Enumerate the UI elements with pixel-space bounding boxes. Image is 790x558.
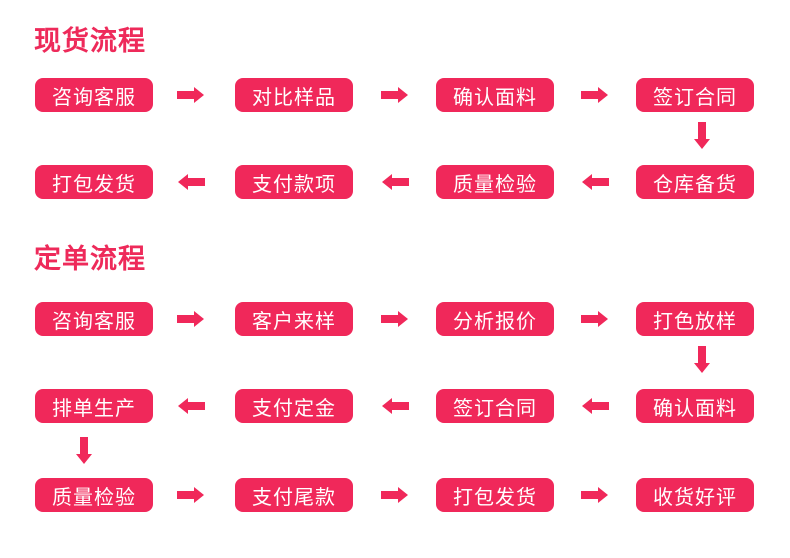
step-quality-inspection: 质量检验 xyxy=(436,165,554,199)
step-receive-review: 收货好评 xyxy=(636,478,754,512)
step-compare-samples: 对比样品 xyxy=(235,78,353,112)
arrow-left-icon xyxy=(177,174,205,190)
step-customer-sample: 客户来样 xyxy=(235,302,353,336)
step-sign-contract: 签订合同 xyxy=(436,389,554,423)
arrow-right-icon xyxy=(581,87,609,103)
arrow-left-icon xyxy=(381,174,409,190)
arrow-right-icon xyxy=(581,311,609,327)
step-sign-contract: 签订合同 xyxy=(636,78,754,112)
arrow-right-icon xyxy=(381,487,409,503)
arrow-right-icon xyxy=(581,487,609,503)
step-color-sampling: 打色放样 xyxy=(636,302,754,336)
step-schedule-production: 排单生产 xyxy=(35,389,153,423)
section-title-order-process: 定单流程 xyxy=(34,244,146,275)
arrow-left-icon xyxy=(581,174,609,190)
arrow-right-icon xyxy=(177,87,205,103)
step-warehouse-stock: 仓库备货 xyxy=(636,165,754,199)
arrow-down-icon xyxy=(694,122,710,150)
step-consult-service: 咨询客服 xyxy=(35,302,153,336)
arrow-right-icon xyxy=(381,311,409,327)
step-pay-deposit: 支付定金 xyxy=(235,389,353,423)
step-confirm-fabric: 确认面料 xyxy=(636,389,754,423)
arrow-down-icon xyxy=(694,346,710,374)
arrow-right-icon xyxy=(177,487,205,503)
section-title-spot-process: 现货流程 xyxy=(34,26,146,57)
step-confirm-fabric: 确认面料 xyxy=(436,78,554,112)
step-pack-ship: 打包发货 xyxy=(436,478,554,512)
arrow-down-icon xyxy=(76,437,92,465)
arrow-right-icon xyxy=(381,87,409,103)
step-analyze-quote: 分析报价 xyxy=(436,302,554,336)
step-consult-service: 咨询客服 xyxy=(35,78,153,112)
step-quality-inspection: 质量检验 xyxy=(35,478,153,512)
arrow-left-icon xyxy=(177,398,205,414)
step-pack-ship: 打包发货 xyxy=(35,165,153,199)
step-pay: 支付款项 xyxy=(235,165,353,199)
arrow-left-icon xyxy=(581,398,609,414)
step-pay-balance: 支付尾款 xyxy=(235,478,353,512)
arrow-right-icon xyxy=(177,311,205,327)
arrow-left-icon xyxy=(381,398,409,414)
